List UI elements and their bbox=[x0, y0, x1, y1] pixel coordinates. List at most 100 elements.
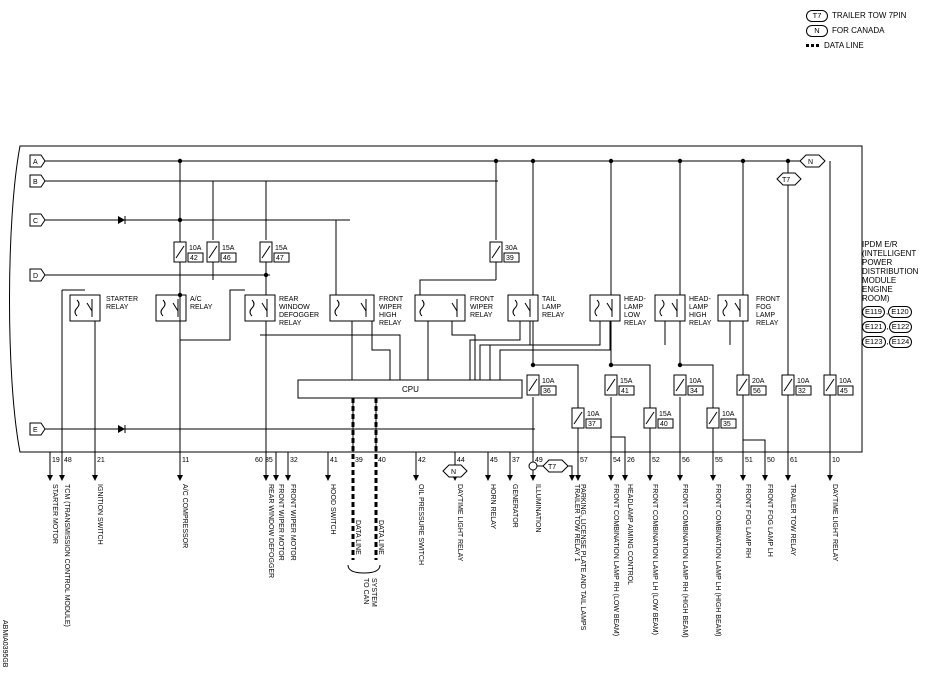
legend-tag-n: N bbox=[806, 24, 828, 37]
terminal-pin-51: 51 bbox=[745, 457, 753, 464]
terminal-arrow-icon bbox=[273, 475, 279, 481]
to-can-label: TO CAN bbox=[362, 578, 369, 604]
junction-dot bbox=[177, 292, 183, 298]
legend-row-t7: T7 TRAILER TOW 7PIN bbox=[806, 8, 906, 23]
relay-label: LAMP bbox=[756, 312, 775, 319]
relay-label: LAMP bbox=[542, 304, 561, 311]
relay-label: RELAY bbox=[379, 320, 402, 327]
fuse-box bbox=[273, 252, 290, 263]
relay-box bbox=[654, 294, 686, 322]
n-connector-label: N bbox=[808, 159, 813, 166]
relay-coil-icon bbox=[594, 299, 600, 317]
terminal-pin-57: 57 bbox=[580, 457, 588, 464]
wire bbox=[568, 465, 573, 478]
terminal-pin-49: 49 bbox=[535, 457, 543, 464]
fuse-box bbox=[795, 385, 812, 396]
terminal-pin-21: 21 bbox=[97, 457, 105, 464]
terminal-name: HOOD SWITCH bbox=[329, 484, 336, 535]
fuse-amp: 20A bbox=[752, 378, 765, 385]
fuse-amp: 10A bbox=[839, 378, 852, 385]
n-connector-label: N bbox=[451, 469, 456, 476]
fuse-amp: 10A bbox=[542, 378, 555, 385]
terminal-arrow-icon bbox=[59, 475, 65, 481]
relay-label: RELAY bbox=[190, 304, 213, 311]
terminal-name: DAYTIME LIGHT RELAY bbox=[456, 484, 463, 562]
terminal-name: STARTER MOTOR bbox=[51, 484, 58, 544]
wire bbox=[825, 378, 835, 392]
fuse-amp: 15A bbox=[275, 245, 288, 252]
terminal-pin-52: 52 bbox=[652, 457, 660, 464]
module-outline bbox=[9, 145, 863, 453]
bus-label-e: E bbox=[33, 427, 38, 434]
wire bbox=[606, 378, 616, 392]
terminal-pin-41: 41 bbox=[330, 457, 338, 464]
data-line-icon bbox=[806, 44, 820, 47]
terminal-arrow-icon bbox=[413, 475, 419, 481]
terminal-pin-42: 42 bbox=[418, 457, 426, 464]
terminal-name: FRONT FOG LAMP RH bbox=[744, 484, 751, 558]
fuse-no: 35 bbox=[723, 421, 731, 428]
terminal-name: TRAILER TOW RELAY bbox=[789, 484, 796, 556]
legend: T7 TRAILER TOW 7PIN N FOR CANADA DATA LI… bbox=[806, 8, 906, 53]
t7-connector bbox=[776, 172, 802, 186]
wire bbox=[573, 411, 583, 425]
wire bbox=[260, 334, 401, 380]
fuse-amp: 30A bbox=[505, 245, 518, 252]
module-line: (INTELLIGENT bbox=[862, 249, 917, 258]
terminal-pin-48: 48 bbox=[64, 457, 72, 464]
fuse-no: 37 bbox=[588, 421, 596, 428]
fuse-no: 47 bbox=[276, 255, 284, 262]
fuse-no: 32 bbox=[798, 388, 806, 395]
bus-label-a: A bbox=[33, 159, 38, 166]
t7-connector-label: T7 bbox=[782, 177, 790, 184]
fuse-amp: 10A bbox=[587, 411, 600, 418]
wire bbox=[451, 321, 476, 380]
fuse-no: 40 bbox=[660, 421, 668, 428]
bus-connector-a bbox=[29, 154, 46, 168]
fuse-box bbox=[220, 252, 237, 263]
module-line: ENGINE bbox=[862, 285, 893, 294]
fuse-no: 46 bbox=[223, 255, 231, 262]
bus-label-c: C bbox=[33, 218, 38, 225]
module-label: IPDM E/R (INTELLIGENT POWER DISTRIBUTION… bbox=[862, 240, 918, 348]
relay-box bbox=[717, 294, 749, 322]
legend-text-data-line: DATA LINE bbox=[824, 41, 864, 50]
relay-label: DEFOGGER bbox=[279, 312, 319, 319]
connector-badge: E122 bbox=[888, 321, 913, 333]
terminal-name: HEADLAMP AIMING CONTROL bbox=[626, 484, 633, 585]
relay-coil-icon bbox=[74, 299, 80, 317]
relay-label: LAMP bbox=[624, 304, 643, 311]
terminal-arrow-icon bbox=[485, 475, 491, 481]
connector-badge: E120 bbox=[888, 306, 912, 318]
fuse-no: 36 bbox=[543, 388, 551, 395]
legend-tag-t7: T7 bbox=[806, 9, 828, 22]
relay-label: STARTER bbox=[106, 296, 138, 303]
fuse-box bbox=[540, 385, 557, 396]
wire bbox=[451, 302, 458, 312]
wire bbox=[606, 302, 613, 312]
terminal-pin-35: 35 bbox=[265, 457, 273, 464]
terminal-pin-10: 10 bbox=[832, 457, 840, 464]
terminal-arrow-icon bbox=[285, 475, 291, 481]
relay-label: RELAY bbox=[689, 320, 712, 327]
fuse-no: 39 bbox=[506, 255, 514, 262]
fuse-no: 42 bbox=[190, 255, 198, 262]
fuse-box bbox=[187, 252, 204, 263]
to-can-label: SYSTEM bbox=[370, 578, 377, 607]
terminal-name: REAR WINDOW DEFOGGER bbox=[267, 484, 274, 578]
terminal-pin-44: 44 bbox=[457, 457, 465, 464]
fuse-box bbox=[687, 385, 704, 396]
terminal-name: DAYTIME LIGHT RELAY bbox=[831, 484, 838, 562]
wire bbox=[671, 302, 678, 312]
n-connector bbox=[442, 464, 468, 478]
module-line: IPDM E/R bbox=[862, 240, 898, 249]
relay-box bbox=[589, 294, 621, 322]
cpu-label: CPU bbox=[402, 385, 419, 394]
terminal-arrow-icon bbox=[92, 475, 98, 481]
relay-label: WINDOW bbox=[279, 304, 310, 311]
relay-label: FRONT bbox=[379, 296, 404, 303]
fuse-amp: 15A bbox=[620, 378, 633, 385]
relay-box bbox=[155, 294, 187, 322]
relay-label: HIGH bbox=[689, 312, 707, 319]
